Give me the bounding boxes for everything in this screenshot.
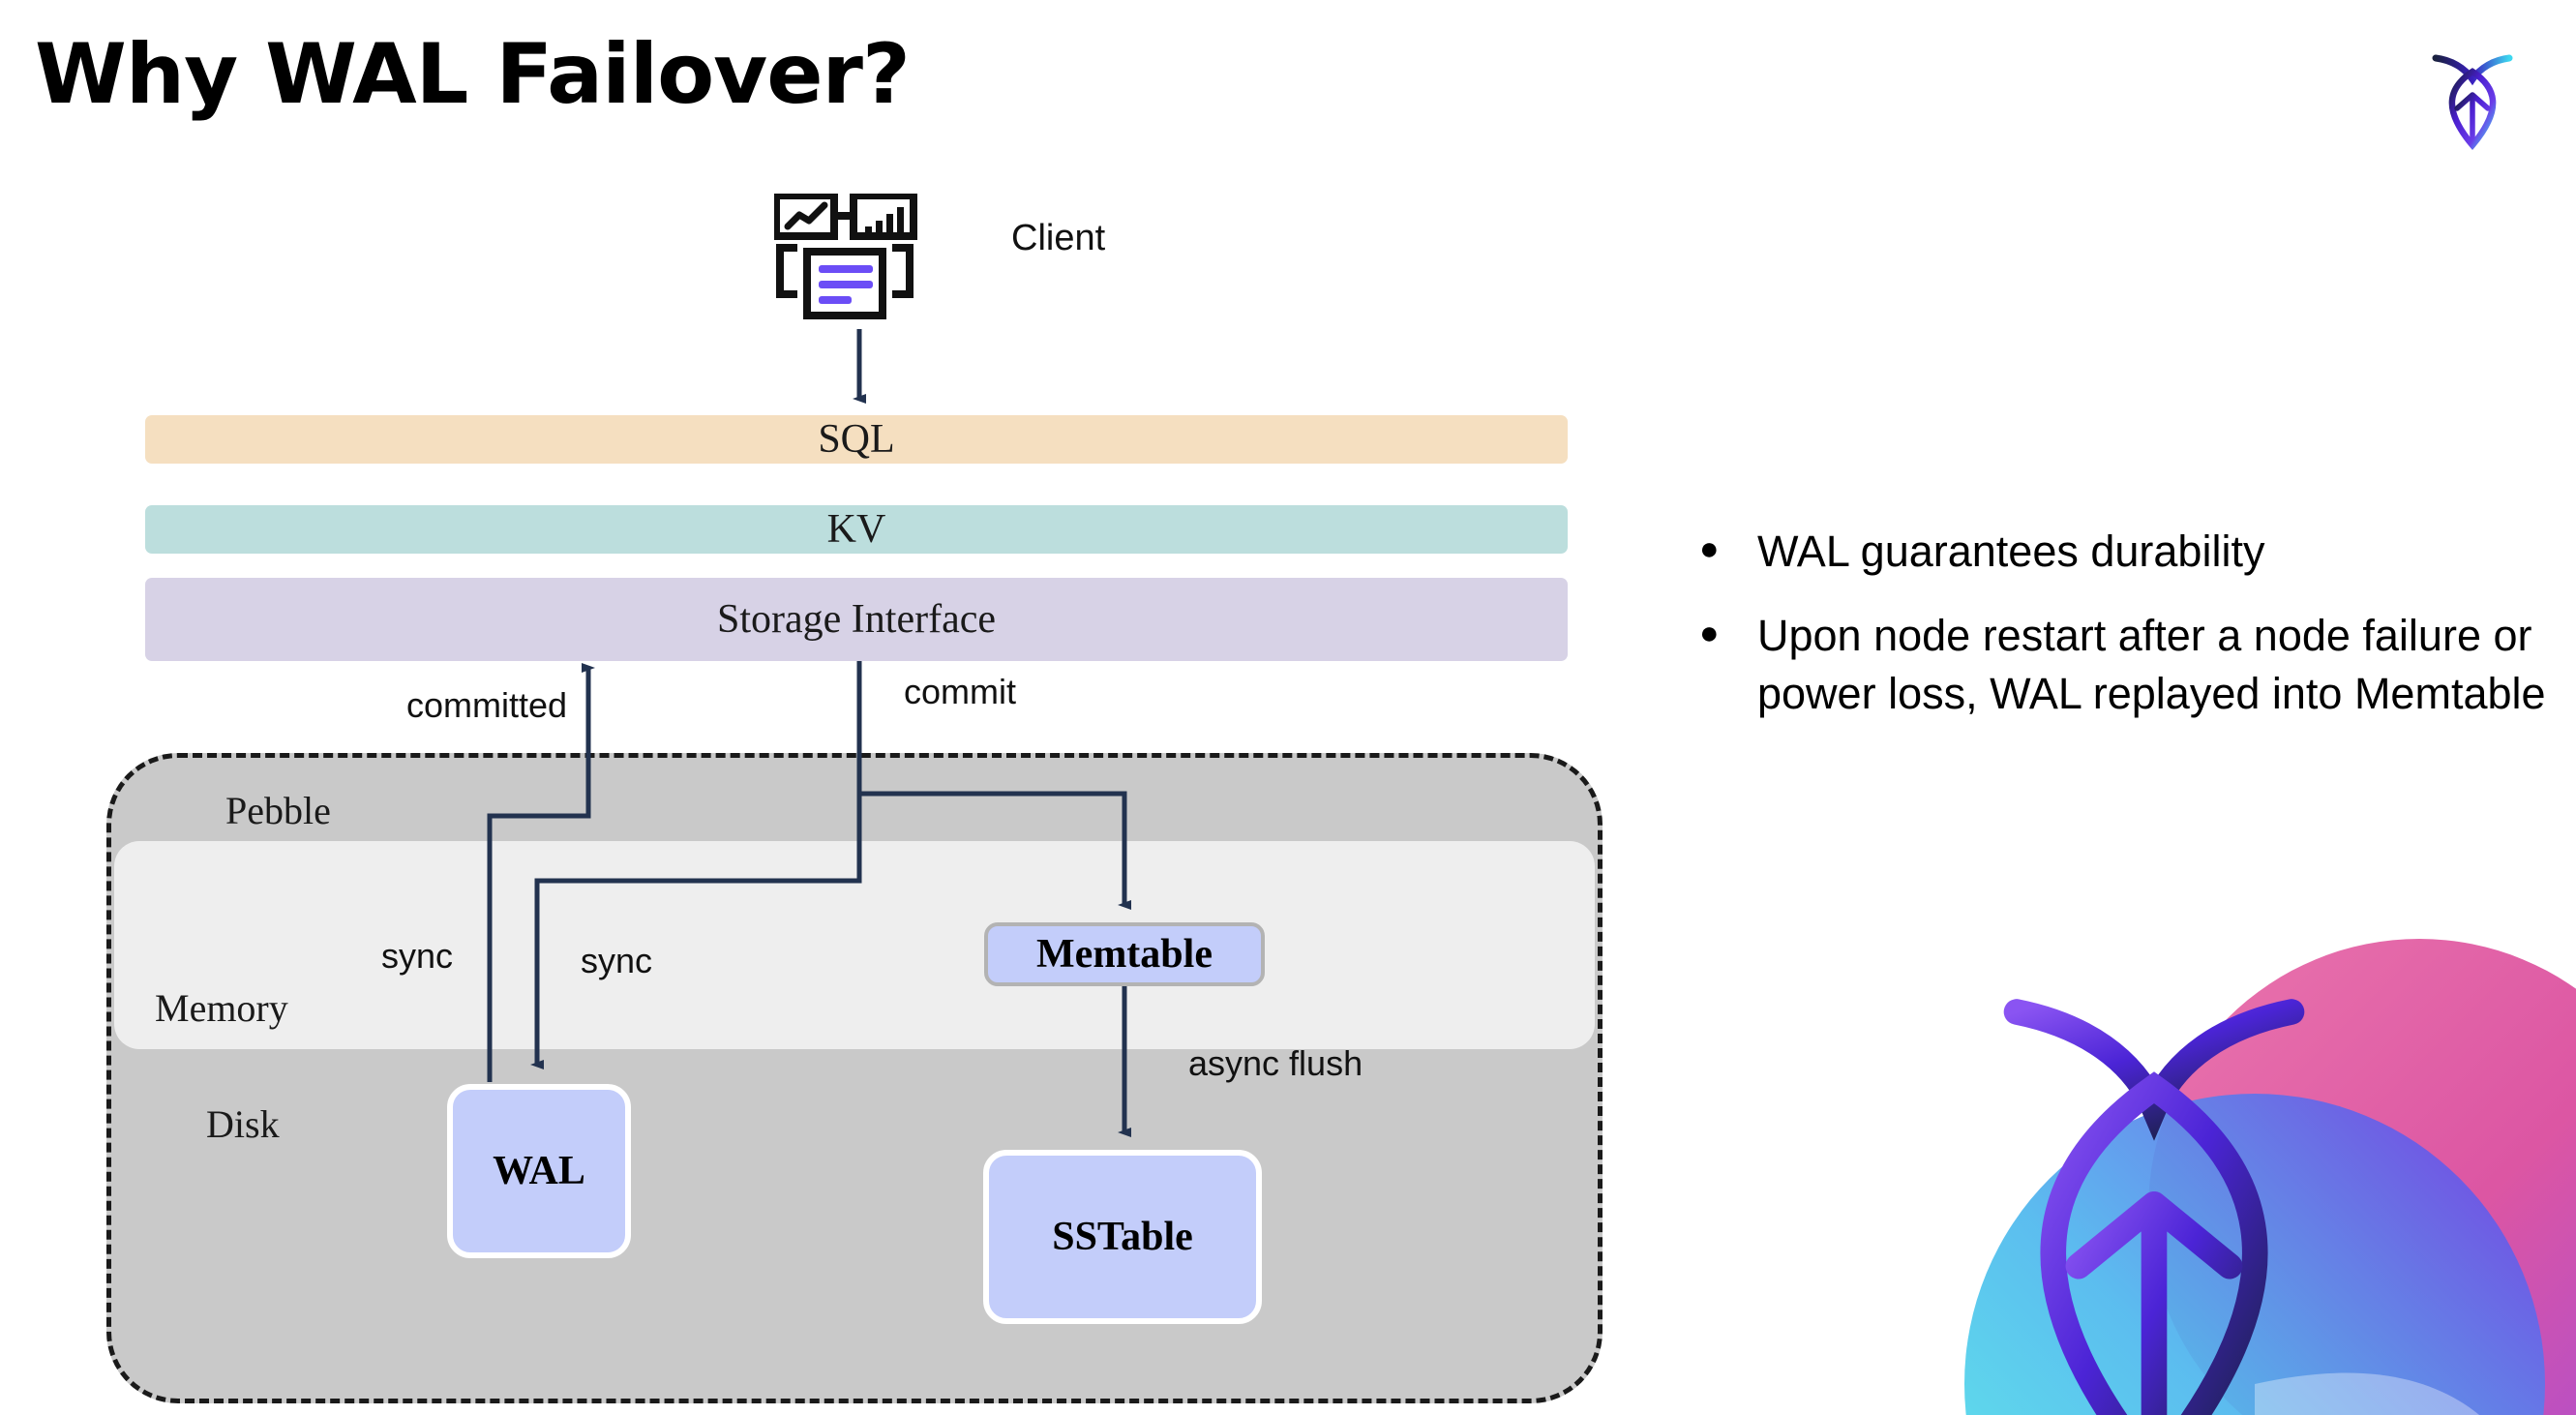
memory-region bbox=[114, 841, 1595, 1049]
bullet-text: Upon node restart after a node failure o… bbox=[1757, 611, 2546, 718]
bullet-marker-icon: ● bbox=[1699, 615, 1720, 652]
page-title: Why WAL Failover? bbox=[35, 26, 911, 123]
node-wal: WAL bbox=[447, 1084, 631, 1258]
bullet-text: WAL guarantees durability bbox=[1757, 527, 2265, 576]
node-wal-label: WAL bbox=[493, 1149, 585, 1193]
list-item: ● Upon node restart after a node failure… bbox=[1699, 607, 2551, 722]
layer-bar-sql-label: SQL bbox=[818, 417, 895, 462]
cockroachdb-logo-icon bbox=[2414, 37, 2531, 153]
list-item: ● WAL guarantees durability bbox=[1699, 523, 2551, 580]
edge-label-sync-right: sync bbox=[581, 941, 653, 980]
node-sstable-label: SSTable bbox=[1052, 1215, 1193, 1259]
layer-bar-storage-interface: Storage Interface bbox=[145, 578, 1568, 661]
disk-label: Disk bbox=[206, 1102, 280, 1146]
node-sstable: SSTable bbox=[983, 1150, 1262, 1324]
cockroachdb-watermark-icon bbox=[1964, 929, 2576, 1415]
edge-label-async-flush: async flush bbox=[1188, 1043, 1363, 1083]
client-label: Client bbox=[1011, 218, 1106, 258]
edge-label-committed: committed bbox=[406, 685, 568, 725]
edge-label-sync-left: sync bbox=[381, 936, 454, 976]
memory-label: Memory bbox=[155, 986, 288, 1030]
bullet-list: ● WAL guarantees durability ● Upon node … bbox=[1699, 523, 2551, 749]
pebble-label: Pebble bbox=[225, 789, 331, 832]
client-dashboard-icon bbox=[772, 192, 929, 329]
layer-bar-sql: SQL bbox=[145, 415, 1568, 464]
edge-label-commit: commit bbox=[904, 672, 1016, 711]
layer-bar-kv: KV bbox=[145, 505, 1568, 554]
node-memtable-label: Memtable bbox=[1036, 932, 1213, 977]
node-memtable: Memtable bbox=[984, 922, 1265, 986]
layer-bar-kv-label: KV bbox=[826, 507, 886, 552]
bullet-marker-icon: ● bbox=[1699, 530, 1720, 567]
layer-bar-storage-label: Storage Interface bbox=[717, 597, 996, 642]
